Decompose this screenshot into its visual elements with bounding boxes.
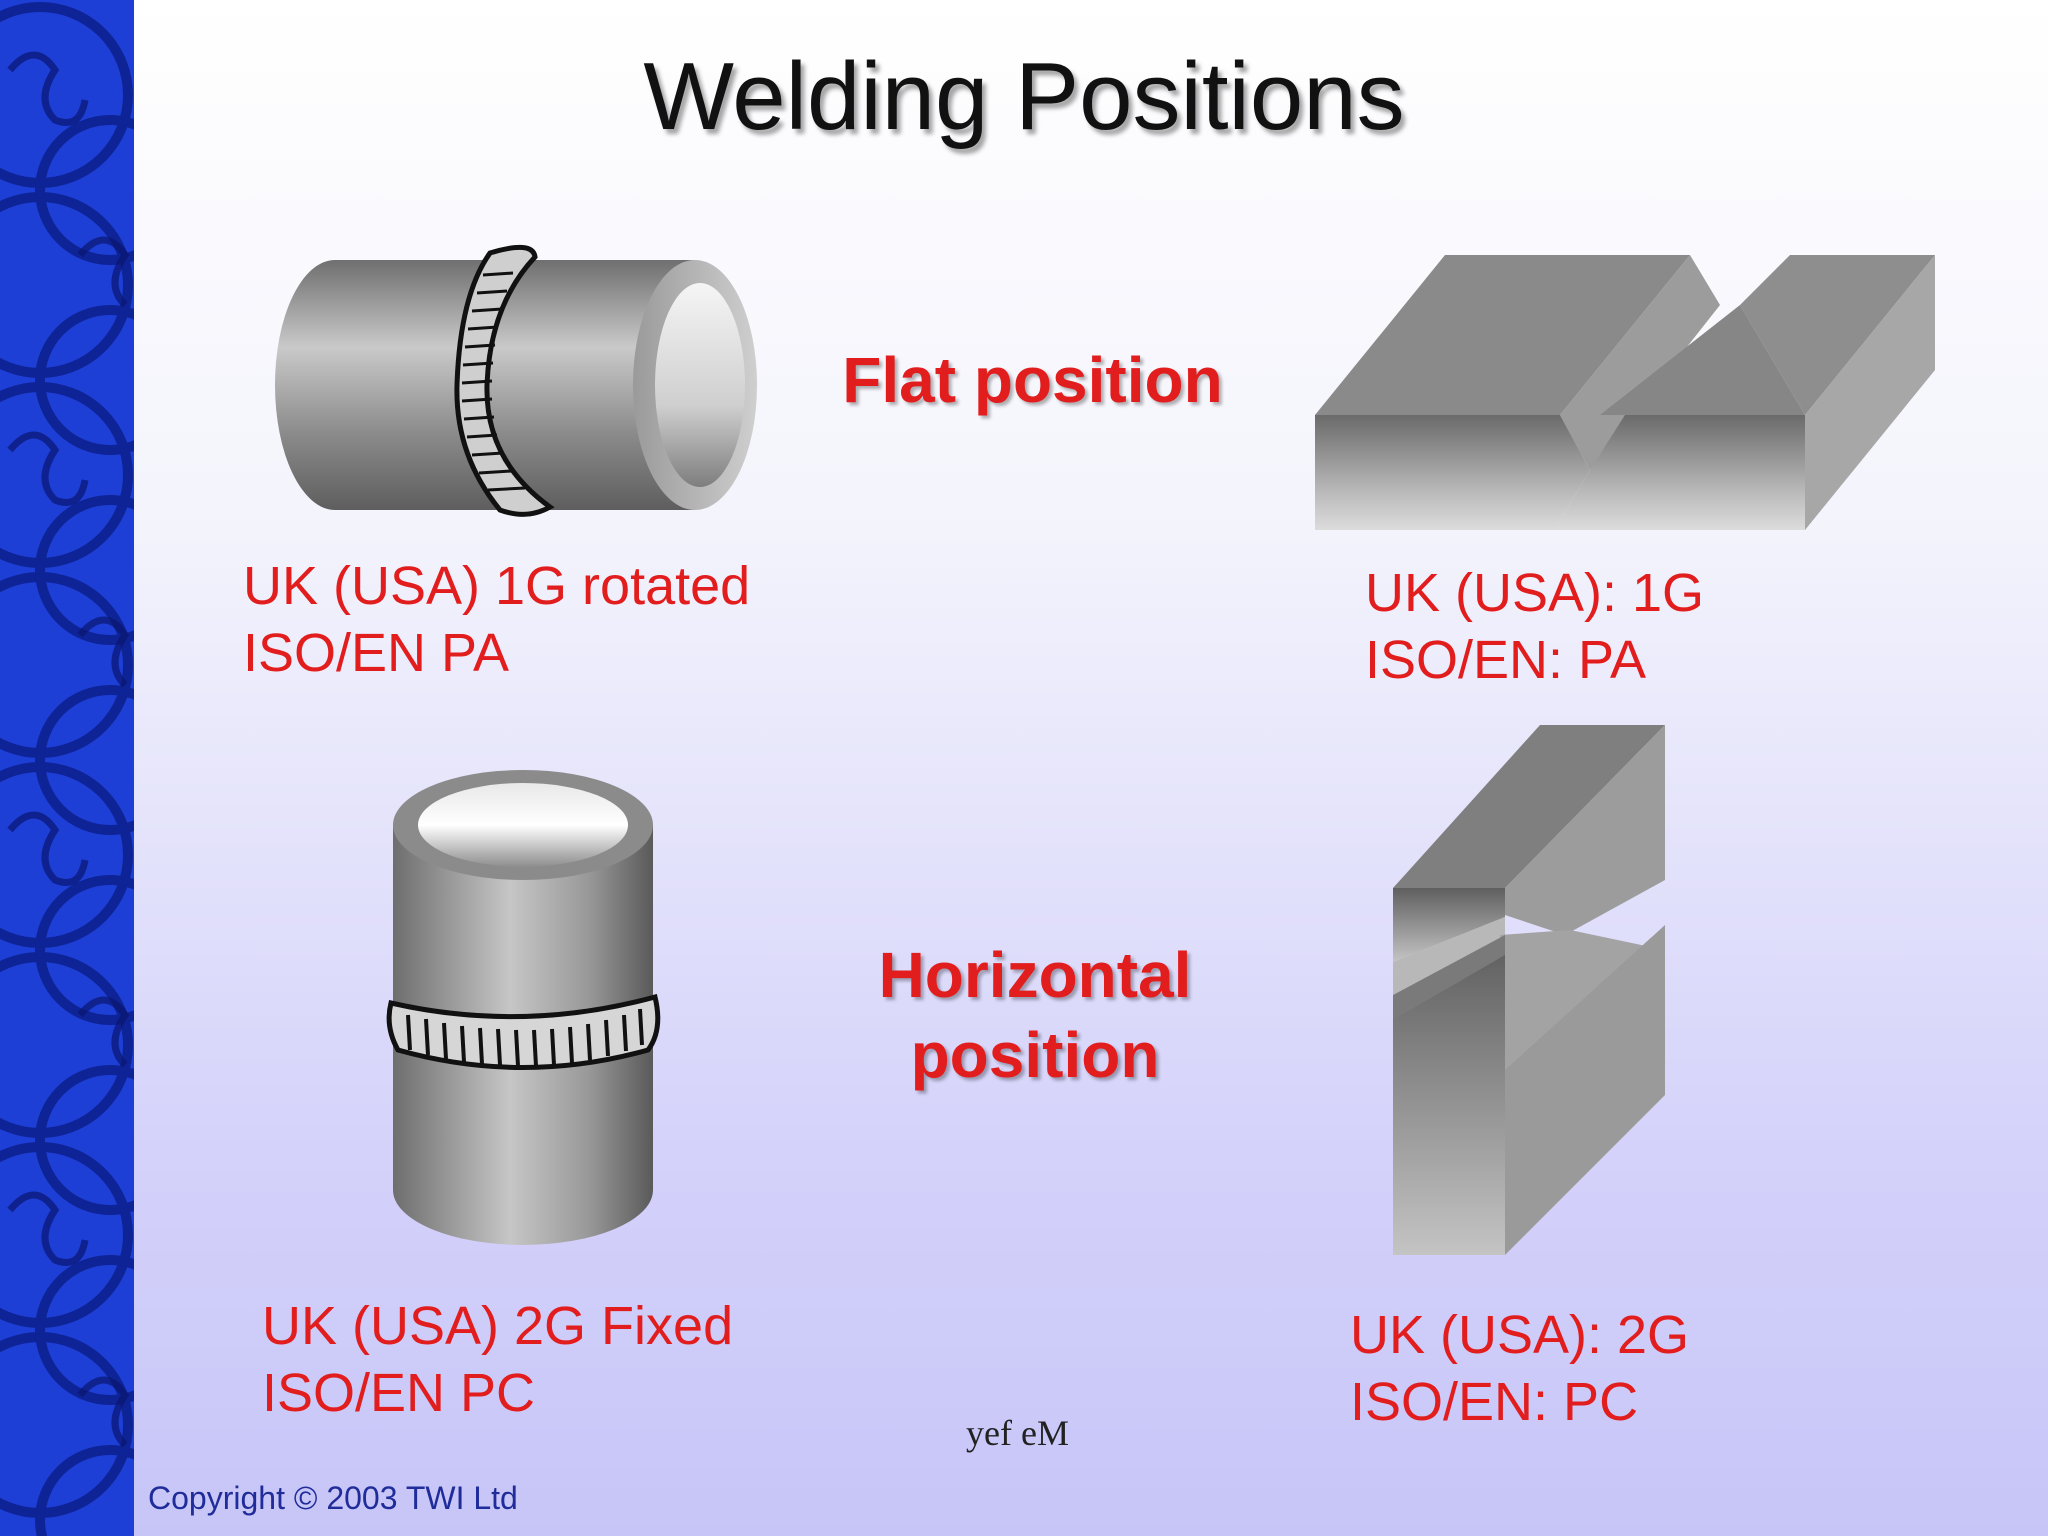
side-pattern-band: [0, 0, 134, 1536]
plate-1g-line1: UK (USA): 1G: [1365, 563, 1705, 623]
plate-2g-label: UK (USA): 2G ISO/EN: PC: [1350, 1302, 1689, 1436]
horizontal-heading-line2: position: [910, 1019, 1160, 1091]
plate-1g-line2: ISO/EN: PA: [1365, 630, 1647, 690]
pipe-1g-label: UK (USA) 1G rotated ISO/EN PA: [243, 553, 750, 687]
plate-2g-line1: UK (USA): 2G: [1350, 1305, 1690, 1365]
plate-2g-line2: ISO/EN: PC: [1350, 1372, 1639, 1432]
side-pattern-icon: [0, 2, 134, 1536]
pipe-2g-line1: UK (USA) 2G Fixed: [262, 1296, 734, 1356]
horizontal-pipe-weld-icon: [275, 244, 757, 517]
horizontal-heading-line1: Horizontal: [878, 939, 1192, 1011]
pipe-1g-line2: ISO/EN PA: [243, 623, 510, 683]
pipe-1g-line1: UK (USA) 1G rotated: [243, 556, 751, 616]
pipe-2g-line2: ISO/EN PC: [262, 1363, 536, 1423]
horizontal-position-heading: Horizontal position: [830, 935, 1240, 1095]
slide-title: Welding Positions: [643, 43, 1405, 150]
plate-1g-label: UK (USA): 1G ISO/EN: PA: [1365, 560, 1704, 694]
flat-plate-groove-icon: [1315, 255, 1935, 530]
copyright-text: Copyright © 2003 TWI Ltd: [148, 1480, 518, 1516]
flat-position-heading: Flat position: [842, 344, 1223, 416]
vertical-pipe-weld-icon: [386, 770, 661, 1245]
horizontal-plate-groove-icon: [1393, 725, 1665, 1255]
center-note: yef eM: [966, 1413, 1069, 1453]
pipe-2g-label: UK (USA) 2G Fixed ISO/EN PC: [262, 1293, 733, 1427]
